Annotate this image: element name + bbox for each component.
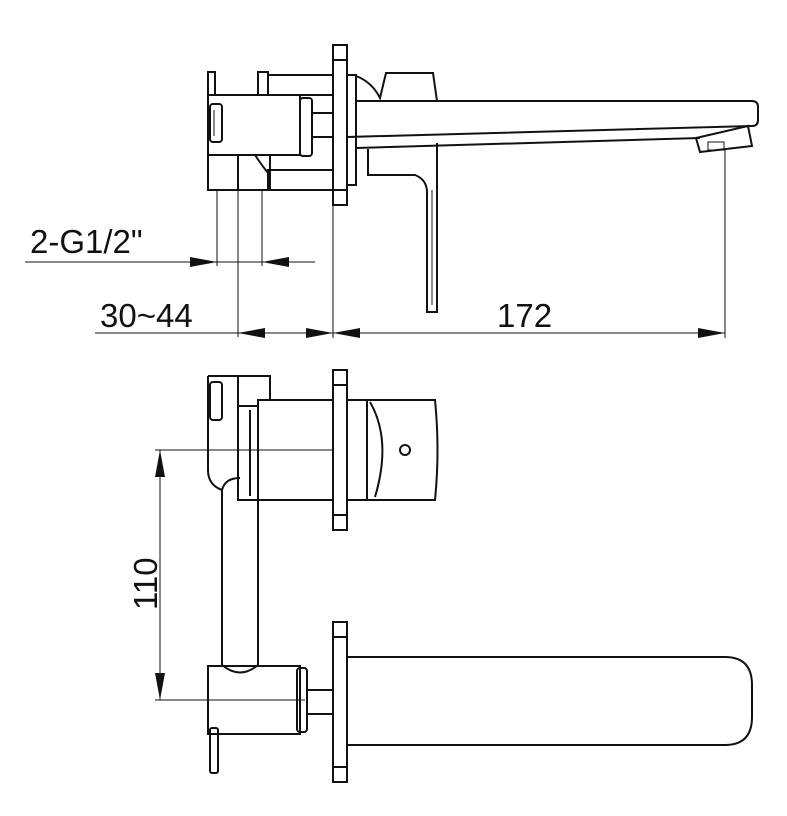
side-fitting	[209, 381, 223, 421]
wall-plate	[332, 369, 348, 531]
connecting-pipe	[221, 490, 259, 665]
spout-top	[347, 656, 753, 746]
sleeve	[237, 405, 259, 501]
handle-top	[355, 72, 438, 102]
peg	[209, 727, 219, 774]
cartridge	[346, 399, 368, 501]
wall-plate	[332, 44, 348, 206]
thread-dimension-label: 2-G1/2"	[30, 223, 143, 260]
wall-plate-lower	[332, 621, 348, 783]
nut	[299, 97, 313, 157]
connector	[311, 112, 334, 138]
peg	[257, 71, 269, 96]
upper-valve-body	[207, 375, 271, 491]
plate-collar	[346, 74, 357, 186]
top-view	[155, 369, 753, 783]
connector	[306, 689, 334, 715]
inlet-spacing-label: 110	[127, 557, 164, 610]
spout-projection-label: 172	[497, 297, 552, 334]
box-bottom	[267, 169, 334, 191]
spout-underside	[355, 137, 701, 149]
wall-depth-dimension-label: 30~44	[100, 297, 193, 334]
side-view	[25, 44, 759, 338]
handle	[367, 399, 439, 501]
aerator	[694, 124, 754, 154]
box-top	[267, 74, 334, 96]
side-fitting	[209, 103, 223, 143]
spout	[346, 100, 759, 138]
indicator-dot	[399, 444, 411, 456]
peg	[207, 71, 216, 96]
lever	[367, 143, 438, 313]
